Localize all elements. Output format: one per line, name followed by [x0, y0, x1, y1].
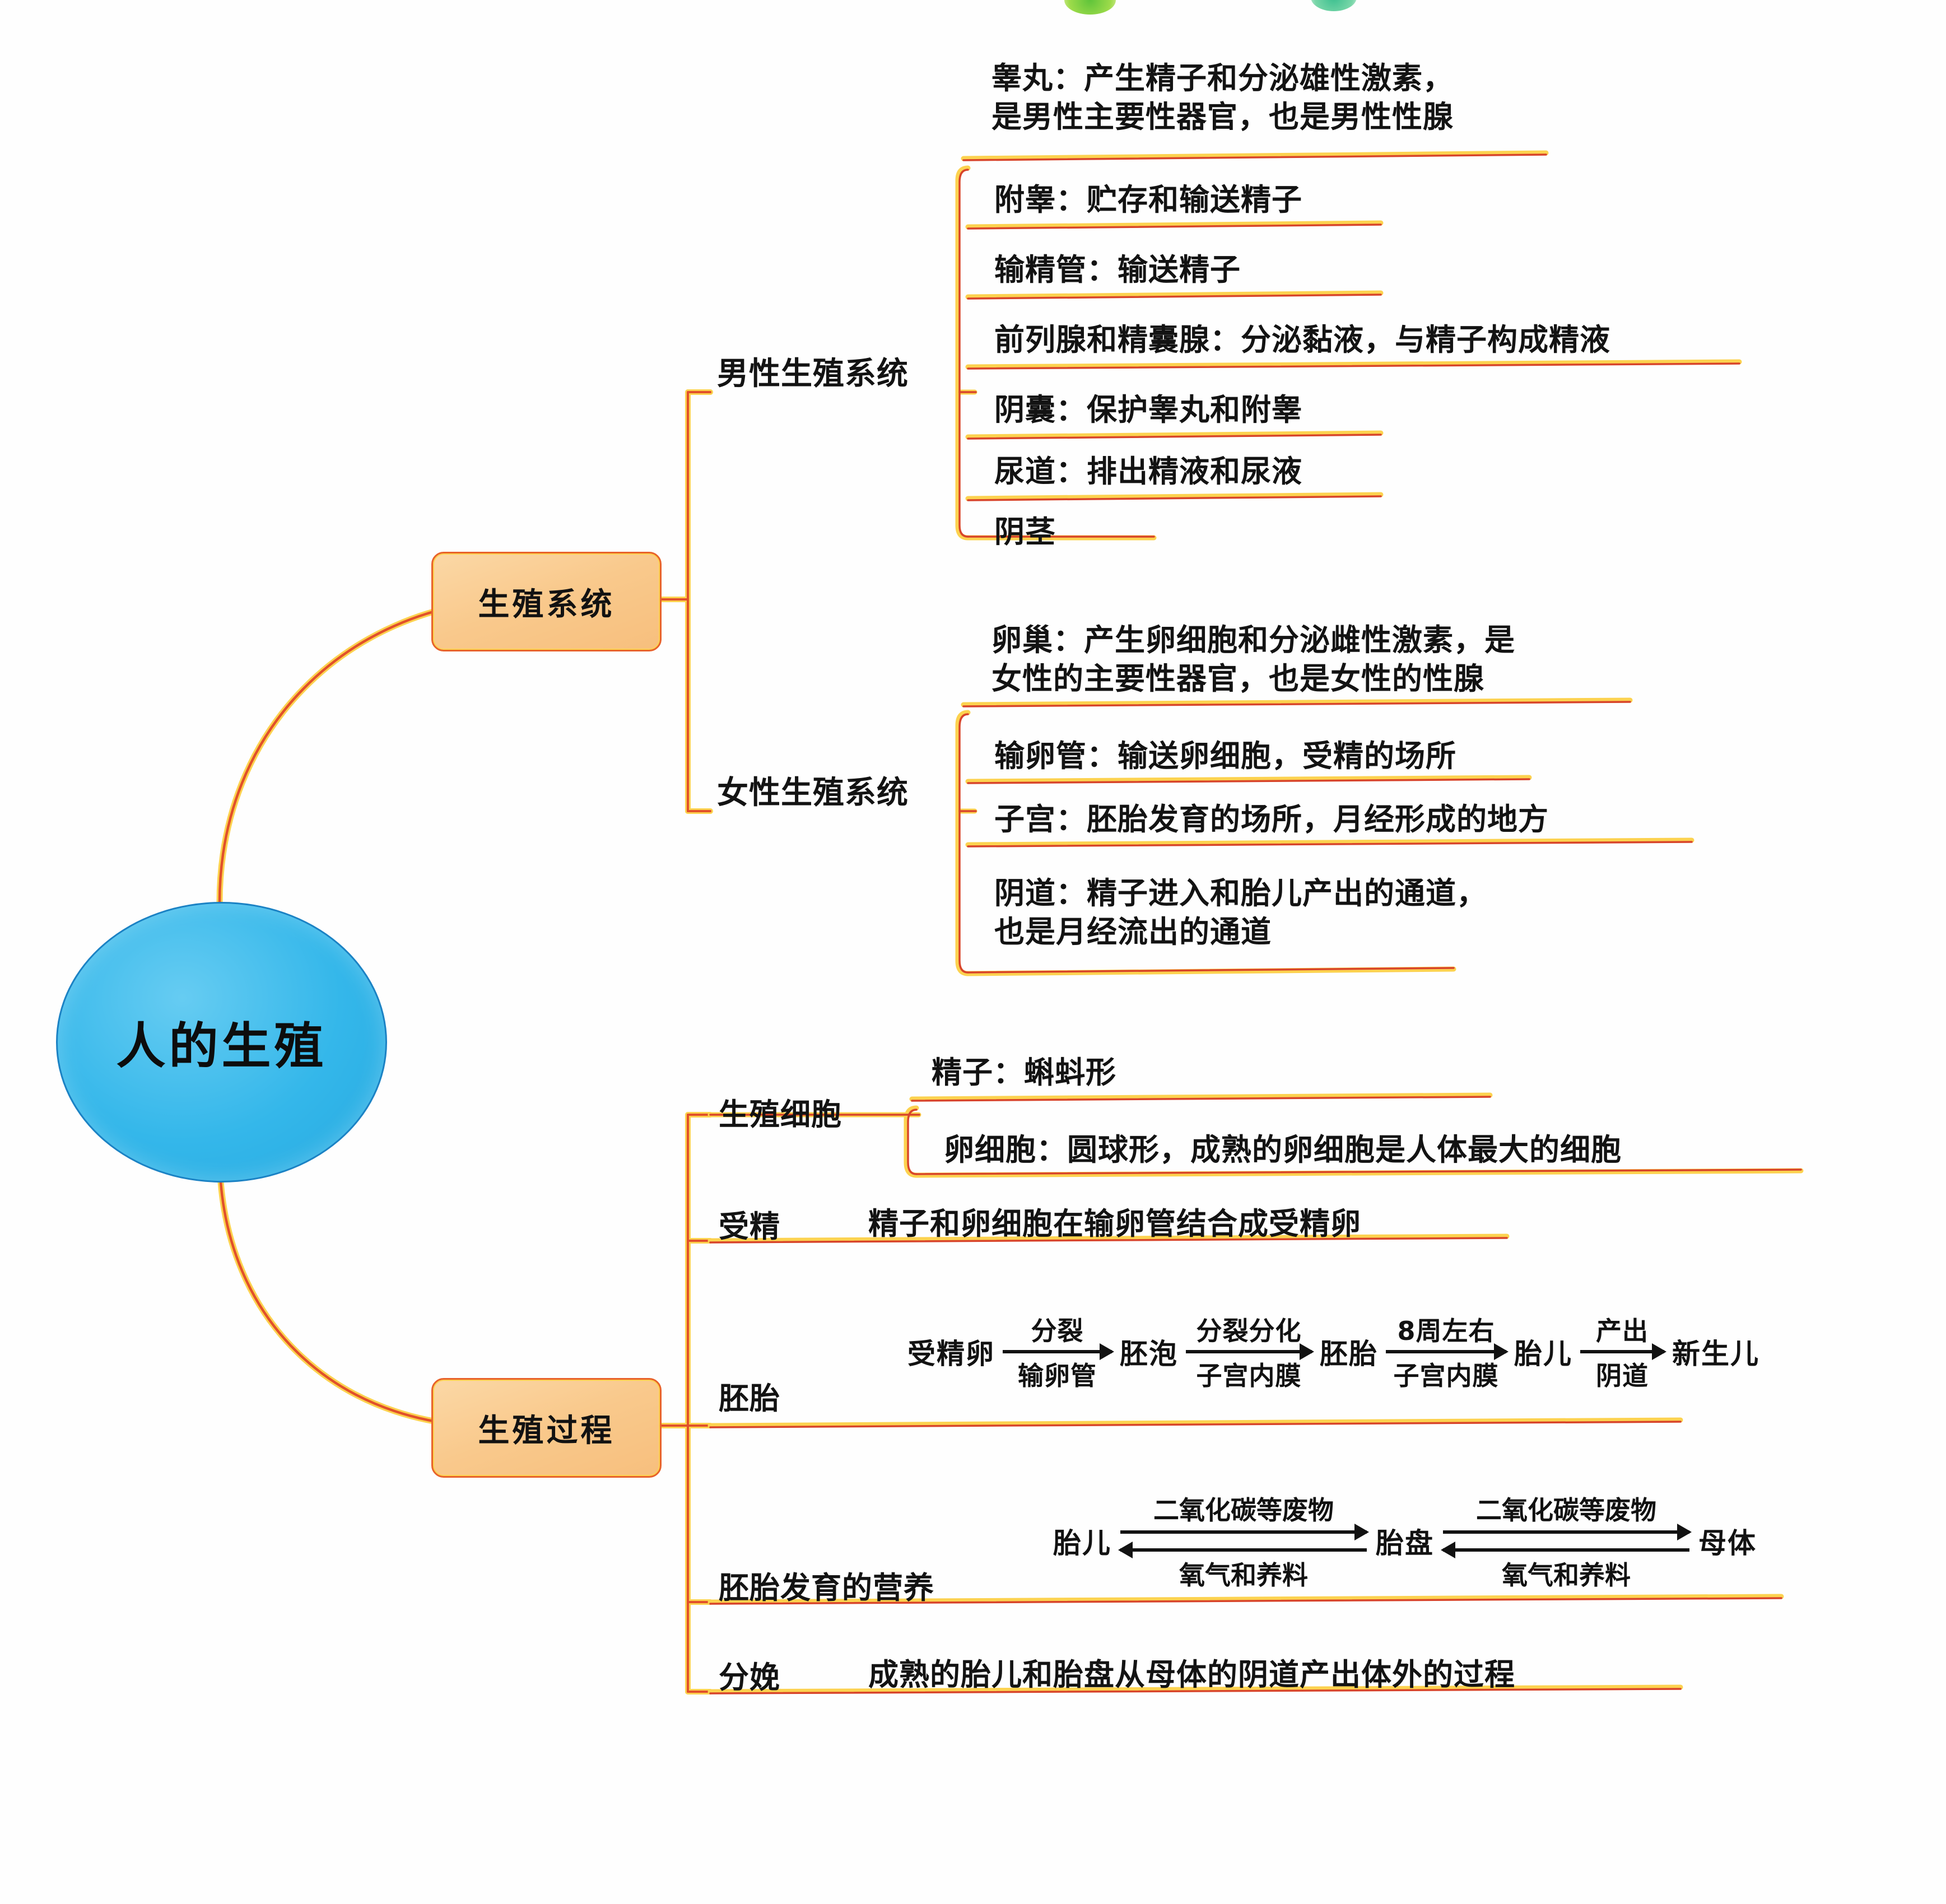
flow-arrow-1: 分裂 输卵管: [1003, 1311, 1112, 1393]
childbirth-description[interactable]: 成熟的胎儿和胎盘从母体的阴道产出体外的过程: [868, 1657, 1515, 1692]
flow-arrow-3: 8周左右 子宫内膜: [1386, 1311, 1506, 1393]
fertilization-description[interactable]: 精子和卵细胞在输卵管结合成受精卵: [868, 1206, 1361, 1241]
exchange-node-placenta: 胎盘: [1376, 1527, 1434, 1559]
female-item-uterus[interactable]: 子宫：胚胎发育的场所，月经形成的地方: [994, 802, 1549, 837]
flow-arrow-4-top-label: 产出: [1596, 1316, 1649, 1346]
exchange-1-forward-label: 二氧化碳等废物: [1153, 1495, 1334, 1525]
process-label-childbirth[interactable]: 分娩: [719, 1660, 780, 1695]
flow-arrow-3-top-label: 8周左右: [1397, 1316, 1495, 1346]
arrow-line-2: [1186, 1350, 1312, 1353]
flow-node-blastocyst: 胚泡: [1120, 1338, 1178, 1370]
exchange-1-backward-label: 氧气和养料: [1179, 1560, 1308, 1590]
exchange-1-arrow-forward: [1120, 1530, 1367, 1534]
flow-node-zygote: 受精卵: [907, 1338, 995, 1370]
flow-arrow-2: 分裂分化 子宫内膜: [1186, 1311, 1312, 1393]
exchange-1-arrow-pair: [1120, 1530, 1367, 1552]
flow-arrow-2-top-label: 分裂分化: [1196, 1316, 1302, 1346]
subbranch-label-female[interactable]: 女性生殖系统: [717, 775, 909, 811]
exchange-2-arrow-backward: [1443, 1548, 1689, 1552]
flow-arrow-3-bottom-label: 子宫内膜: [1393, 1361, 1499, 1391]
exchange-node-fetus: 胎儿: [1053, 1527, 1111, 1559]
germ-cell-item-egg[interactable]: 卵细胞：圆球形，成熟的卵细胞是人体最大的细胞: [944, 1132, 1622, 1167]
male-item-penis[interactable]: 阴茎: [994, 514, 1056, 550]
exchange-2-arrow-pair: [1443, 1530, 1689, 1552]
exchange-2-forward-label: 二氧化碳等废物: [1476, 1495, 1656, 1525]
exchange-1-arrow-backward: [1120, 1548, 1367, 1552]
female-item-ovary[interactable]: 卵巢：产生卵细胞和分泌雌性激素，是 女性的主要性器官，也是女性的性腺: [991, 622, 1515, 697]
male-item-testis[interactable]: 睾丸：产生精子和分泌雄性激素， 是男性主要性器官，也是男性性腺: [991, 60, 1454, 135]
exchange-node-mother: 母体: [1698, 1527, 1757, 1559]
flow-node-fetus: 胎儿: [1514, 1338, 1572, 1370]
green-speck-right: [1311, 0, 1357, 11]
green-speck-left: [1064, 0, 1116, 15]
flow-node-newborn: 新生儿: [1672, 1338, 1759, 1370]
branch-box-reproductive-process[interactable]: 生殖过程: [431, 1378, 662, 1478]
male-item-prostate[interactable]: 前列腺和精囊腺：分泌黏液，与精子构成精液: [994, 322, 1610, 357]
process-label-embryo-nutrition[interactable]: 胚胎发育的营养: [719, 1570, 934, 1605]
flow-arrow-1-top-label: 分裂: [1031, 1316, 1084, 1346]
process-label-germ-cells[interactable]: 生殖细胞: [719, 1097, 842, 1132]
male-item-epididymis[interactable]: 附睾：贮存和输送精子: [994, 182, 1302, 217]
flow-arrow-2-bottom-label: 子宫内膜: [1196, 1361, 1302, 1391]
flow-arrow-4-bottom-label: 阴道: [1596, 1361, 1649, 1391]
exchange-arrows-2: 二氧化碳等废物 氧气和养料: [1443, 1490, 1689, 1592]
process-label-fertilization[interactable]: 受精: [719, 1209, 780, 1244]
process-label-embryo[interactable]: 胚胎: [719, 1381, 780, 1416]
flow-arrow-1-bottom-label: 输卵管: [1018, 1361, 1097, 1391]
center-node-label: 人的生殖: [116, 1017, 327, 1075]
subbranch-label-male[interactable]: 男性生殖系统: [717, 356, 909, 392]
female-item-vagina[interactable]: 阴道：精子进入和胎儿产出的通道， 也是月经流出的通道: [994, 876, 1487, 950]
flow-arrow-4: 产出 阴道: [1580, 1311, 1664, 1393]
exchange-2-backward-label: 氧气和养料: [1502, 1560, 1631, 1590]
male-item-scrotum[interactable]: 阴囊：保护睾丸和附睾: [994, 392, 1302, 427]
exchange-2-arrow-forward: [1443, 1530, 1689, 1534]
male-item-urethra[interactable]: 尿道：排出精液和尿液: [994, 454, 1302, 489]
germ-cell-item-sperm[interactable]: 精子：蝌蚪形: [932, 1055, 1116, 1090]
branch-label-reproductive-system: 生殖系统: [478, 586, 615, 623]
arrow-line-3: [1386, 1350, 1506, 1353]
male-item-vas-deferens[interactable]: 输精管：输送精子: [994, 252, 1241, 287]
arrow-line-4: [1580, 1350, 1664, 1353]
arrow-line-1: [1003, 1350, 1112, 1353]
female-item-fallopian-tube[interactable]: 输卵管：输送卵细胞，受精的场所: [994, 738, 1456, 774]
nutrition-exchange-diagram: 胎儿 二氧化碳等废物 氧气和养料 胎盘 二氧化碳等废物 氧气和养料 母体: [1053, 1490, 1757, 1592]
branch-box-reproductive-system[interactable]: 生殖系统: [431, 552, 662, 651]
embryo-flow-chart: 受精卵 分裂 输卵管 胚泡 分裂分化 子宫内膜 胚胎 8周左右 子宫内膜 胎儿 …: [907, 1311, 1759, 1393]
branch-label-reproductive-process: 生殖过程: [478, 1412, 615, 1449]
center-node[interactable]: 人的生殖: [56, 902, 387, 1183]
exchange-arrows-1: 二氧化碳等废物 氧气和养料: [1120, 1490, 1367, 1592]
flow-node-embryo: 胚胎: [1320, 1338, 1378, 1370]
